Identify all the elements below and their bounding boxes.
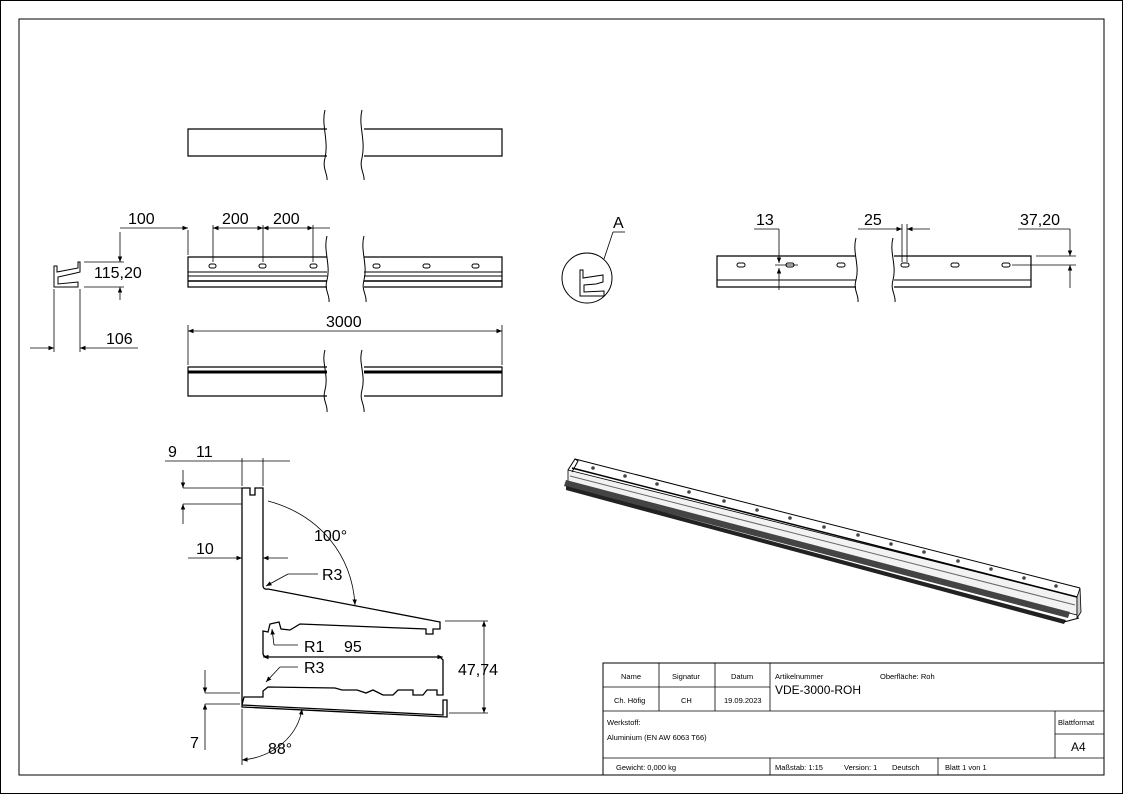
- dim-37-20: 37,20: [1020, 212, 1060, 229]
- dim-106: 106: [106, 331, 133, 348]
- dim-95: 95: [344, 639, 362, 656]
- dim-9: 9: [168, 444, 177, 461]
- tb-version: Version: 1: [844, 763, 877, 772]
- tb-artikelnummer: VDE-3000-ROH: [775, 683, 861, 697]
- dim-25: 25: [864, 212, 882, 229]
- tb-artikelnummer-label: Artikelnummer: [775, 672, 824, 681]
- tb-blatt: Blatt 1 von 1: [945, 763, 987, 772]
- dim-r3-upper: R3: [322, 567, 343, 584]
- tb-value-datum: 19.09.2023: [724, 696, 762, 705]
- cross-section-profile: [165, 458, 488, 765]
- title-block: [602, 662, 1105, 776]
- inner-frame: [18, 18, 1105, 776]
- dim-10: 10: [196, 541, 214, 558]
- dim-100-degree: 100°: [314, 528, 347, 545]
- hole-detail-view: [716, 224, 1076, 303]
- tb-oberflaeche: Oberfläche: Roh: [880, 672, 935, 681]
- dim-3000: 3000: [326, 314, 362, 331]
- length-view: [187, 325, 503, 413]
- detail-a-label: A: [613, 215, 624, 232]
- dim-100: 100: [128, 211, 155, 228]
- dim-200-first: 200: [222, 211, 249, 228]
- detail-a-circle: [561, 231, 625, 304]
- tb-blattformat-label: Blattformat: [1058, 718, 1095, 727]
- dim-200-second: 200: [273, 211, 300, 228]
- dim-13: 13: [756, 212, 774, 229]
- dim-115-20: 115,20: [94, 265, 142, 282]
- tb-werkstoff-label: Werkstoff:: [607, 718, 640, 727]
- dim-r1: R1: [304, 639, 325, 656]
- tb-value-name: Ch. Höfig: [614, 696, 645, 705]
- tb-header-name: Name: [621, 672, 641, 681]
- dim-7: 7: [190, 735, 199, 752]
- tb-werkstoff: Aluminium (EN AW 6063 T66): [607, 733, 707, 742]
- tb-blattformat: A4: [1071, 740, 1086, 754]
- tb-value-signatur: CH: [681, 696, 692, 705]
- dim-r3-lower: R3: [304, 660, 325, 677]
- dim-47-74: 47,74: [458, 662, 498, 679]
- tb-header-datum: Datum: [731, 672, 753, 681]
- tb-header-signatur: Signatur: [672, 672, 700, 681]
- tb-sprache: Deutsch: [892, 763, 920, 772]
- profile-side-small: [30, 232, 138, 352]
- tb-gewicht: Gewicht: 0,000 kg: [616, 763, 676, 772]
- tb-massstab: Maßstab: 1:15: [775, 763, 823, 772]
- front-view: [120, 225, 503, 303]
- top-view: [187, 109, 503, 181]
- dim-88-degree: 88°: [268, 741, 292, 758]
- isometric-view: [564, 458, 1082, 624]
- dim-11: 11: [196, 444, 213, 461]
